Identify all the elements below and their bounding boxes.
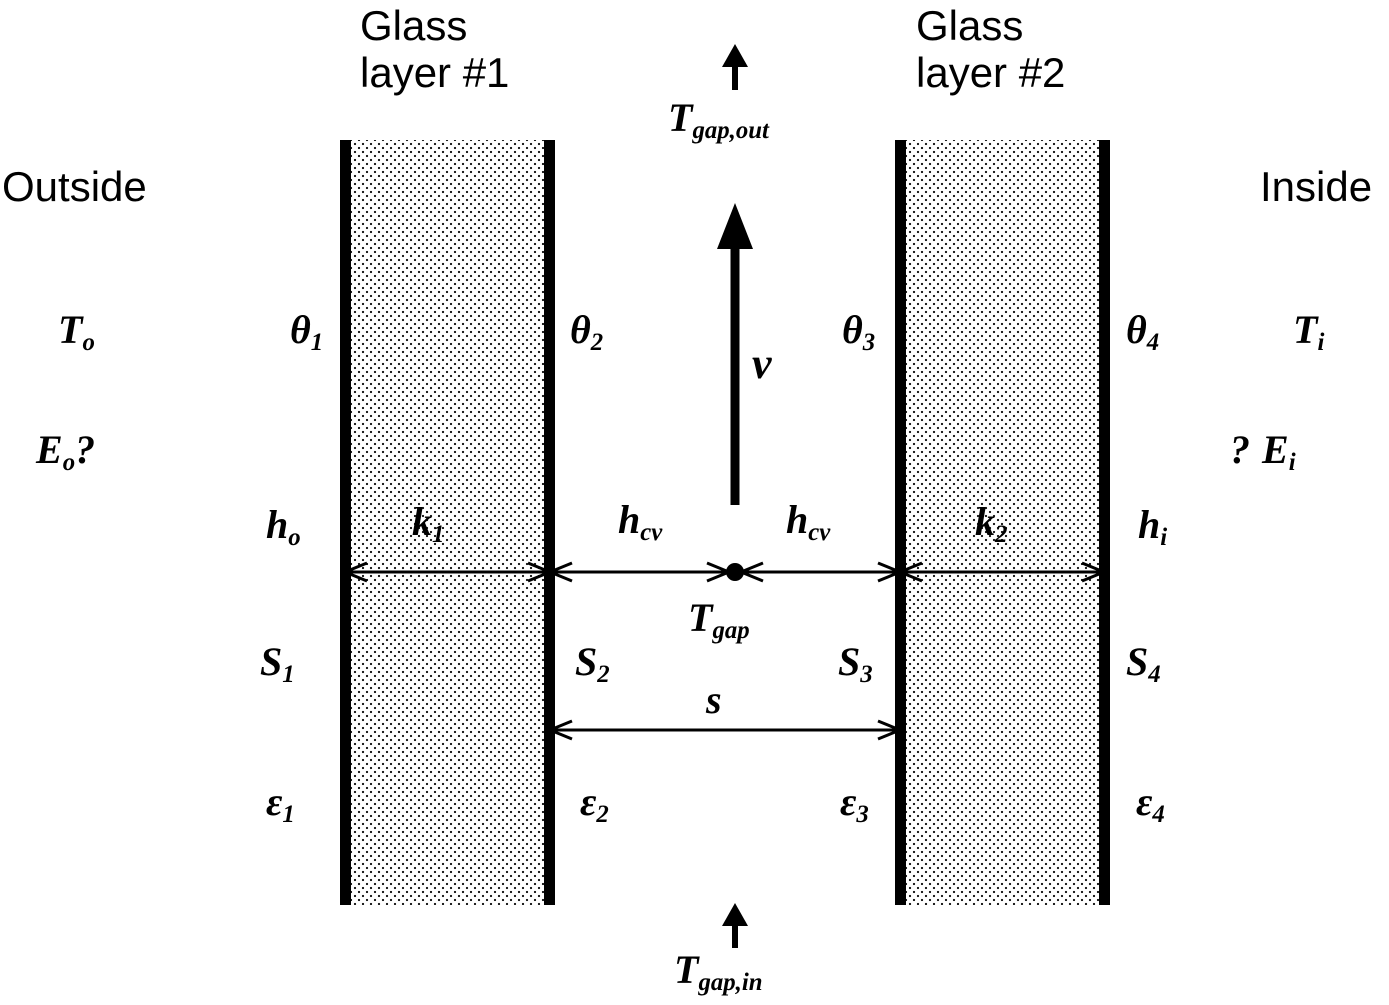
glass2-title: Glass layer #2: [916, 2, 1065, 96]
symbol-S4: S4: [1126, 639, 1161, 688]
glass1-title-line2: layer #1: [360, 49, 510, 96]
glass2-title-line2: layer #2: [916, 49, 1066, 96]
gap-outflow-arrow-icon: [722, 44, 748, 90]
symbol-To: To: [58, 307, 95, 356]
symbol-Tgap: Tgap: [688, 595, 750, 644]
symbol-Ti: Ti: [1293, 307, 1325, 356]
symbol-Tgap-out: Tgap,out: [668, 95, 769, 144]
outside-label: Outside: [2, 163, 147, 210]
glass2-title-line1: Glass: [916, 2, 1024, 49]
symbol-eps2: ε2: [580, 779, 609, 828]
symbol-eps3: ε3: [840, 779, 869, 828]
symbol-theta1: θ1: [290, 307, 324, 356]
symbol-theta2: θ2: [570, 307, 604, 356]
symbol-S1: S1: [260, 639, 295, 688]
glass-layer-1: [340, 140, 555, 905]
symbol-eps4: ε4: [1136, 779, 1165, 828]
symbol-hcv-right: hcv: [786, 497, 831, 546]
tgap-point: [726, 563, 744, 581]
glass1-title: Glass layer #1: [360, 2, 509, 96]
symbol-theta3: θ3: [842, 307, 876, 356]
symbol-Ei: ?Ei: [1230, 427, 1296, 476]
symbol-k1: k1: [412, 499, 445, 548]
hcv-left-arrowhead-right-icon: [706, 561, 730, 583]
symbol-s: s: [706, 677, 722, 722]
gap-flow-arrow-icon: [717, 203, 753, 505]
symbol-hi: hi: [1138, 502, 1168, 551]
symbol-eps1: ε1: [266, 779, 295, 828]
symbol-Eo: Eo?: [36, 427, 96, 476]
gap-inflow-arrow-icon: [722, 903, 748, 948]
symbol-S2: S2: [575, 639, 610, 688]
hcv-right-arrowhead-left-icon: [740, 561, 764, 583]
inside-label: Inside: [1260, 163, 1373, 210]
symbol-Tgap-in: Tgap,in: [674, 947, 763, 996]
glass-layer-2: [895, 140, 1110, 905]
symbol-ho: ho: [266, 502, 301, 551]
symbol-k2: k2: [975, 499, 1008, 548]
symbol-S3: S3: [838, 639, 873, 688]
symbol-v: v: [752, 339, 772, 388]
symbol-hcv-left: hcv: [618, 497, 663, 546]
glass1-title-line1: Glass: [360, 2, 468, 49]
symbol-theta4: θ4: [1126, 307, 1160, 356]
